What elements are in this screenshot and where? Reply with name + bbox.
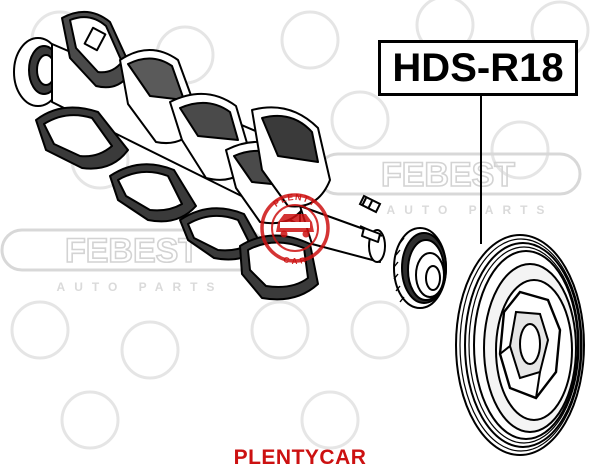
part-number-label: HDS-R18 (378, 40, 578, 96)
crankshaft (13, 11, 386, 301)
svg-text:CAR: CAR (282, 255, 307, 266)
watermark-febest-right: FEBEST AUTO PARTS (316, 152, 582, 217)
brand-caption: PLENTYCAR (233, 446, 367, 469)
plentycar-stamp: PLENTY CAR (260, 192, 330, 266)
timing-sprocket (393, 227, 447, 309)
watermark-brand-left: FEBEST (65, 232, 199, 270)
stamp-bottom-text: CAR (282, 255, 306, 266)
woodruff-key (358, 194, 382, 214)
watermark-layer: FEBEST AUTO PARTS FEBEST AUTO PARTS (0, 0, 590, 450)
crankshaft-pulley (455, 234, 585, 456)
watermark-tagline-left: AUTO PARTS (57, 280, 224, 294)
watermark-brand-right: FEBEST (381, 156, 515, 194)
watermark-tagline-right: AUTO PARTS (387, 203, 554, 217)
